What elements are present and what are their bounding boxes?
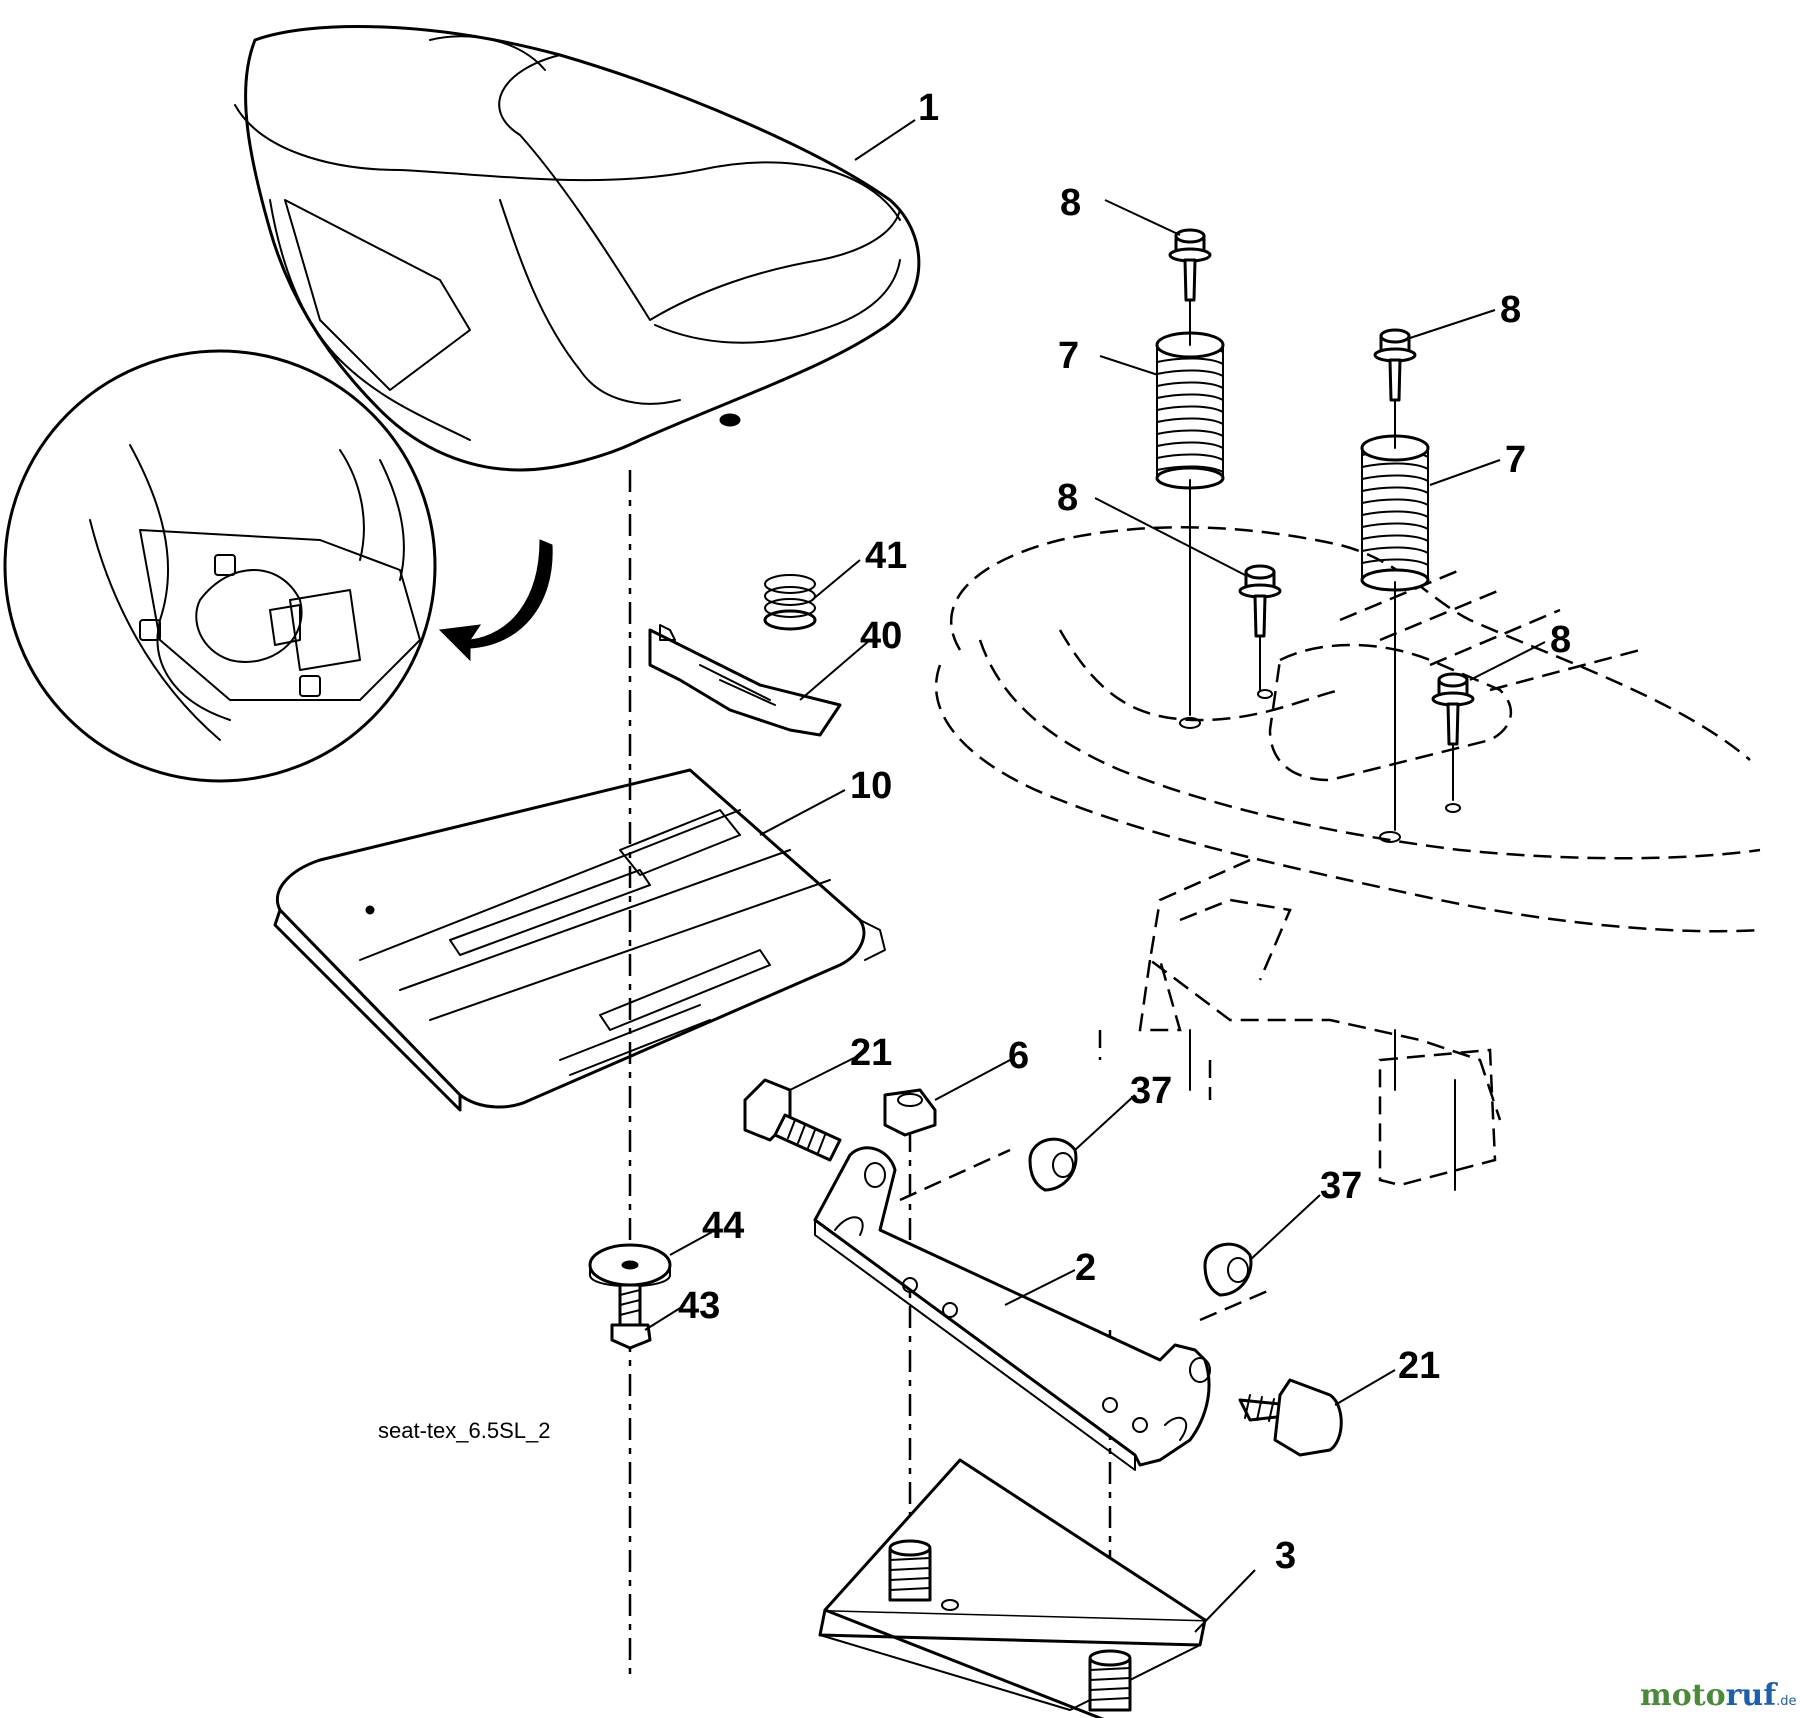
bolt-part-43 (610, 1283, 652, 1350)
watermark-logo: motoruf.de (1640, 1678, 1797, 1713)
callout-6: 6 (1008, 1035, 1029, 1077)
callout-8: 8 (1060, 182, 1081, 224)
callout-2: 2 (1075, 1247, 1096, 1289)
callout-40: 40 (860, 615, 902, 657)
bolt-part-21-right (1238, 1378, 1343, 1457)
spring-part-41 (763, 574, 817, 631)
nut-part-37-upper (1028, 1137, 1078, 1192)
bolt-part-21-left (743, 1078, 842, 1162)
callout-37: 37 (1320, 1165, 1362, 1207)
watermark-suffix: .de (1776, 1694, 1796, 1709)
watermark-part-2: ruf (1726, 1678, 1779, 1713)
assembly-centerlines (628, 299, 1456, 1680)
bolt-part-8-lower-left (1238, 564, 1282, 638)
callout-8: 8 (1057, 477, 1078, 519)
svg-text:motoruf.de: motoruf.de (1640, 1678, 1797, 1713)
bolt-part-8-upper-left (1168, 228, 1212, 302)
drawing-code: seat-tex_6.5SL_2 (378, 1418, 550, 1443)
spring-part-7-right (1360, 434, 1430, 592)
callout-7: 7 (1058, 335, 1079, 377)
nut-part-6 (883, 1088, 937, 1137)
callout-1: 1 (918, 87, 939, 129)
callout-21: 21 (850, 1032, 892, 1074)
plate-part-3 (818, 1458, 1207, 1718)
callout-8: 8 (1500, 289, 1521, 331)
bolt-part-8-lower-right (1431, 672, 1475, 746)
bracket-part-2 (813, 1146, 1211, 1471)
bolt-part-8-upper-right (1373, 328, 1417, 402)
latch-detail-inset (3, 349, 437, 783)
callout-10: 10 (850, 765, 892, 807)
watermark-part-1: moto (1640, 1678, 1726, 1713)
callout-37: 37 (1130, 1070, 1172, 1112)
callout-43: 43 (678, 1285, 720, 1327)
spring-part-7-left (1155, 331, 1225, 490)
callout-7: 7 (1505, 439, 1526, 481)
nut-part-37-lower (1203, 1242, 1253, 1297)
callout-labels: 1 8 7 8 7 8 8 41 40 10 21 6 37 37 44 43 … (678, 87, 1571, 1577)
callout-21: 21 (1398, 1345, 1440, 1387)
latch-bracket-part-40 (648, 624, 842, 737)
callout-41: 41 (865, 535, 907, 577)
seat-pan-part-10 (273, 768, 886, 1112)
callout-3: 3 (1275, 1535, 1296, 1577)
seat-part-1 (234, 25, 921, 472)
tractor-fender-outline (934, 526, 1761, 1187)
callout-8: 8 (1550, 619, 1571, 661)
washer-part-44 (588, 1243, 672, 1288)
callout-44: 44 (702, 1205, 744, 1247)
leader-lines (644, 119, 1546, 1633)
arrow-icon (438, 539, 553, 662)
